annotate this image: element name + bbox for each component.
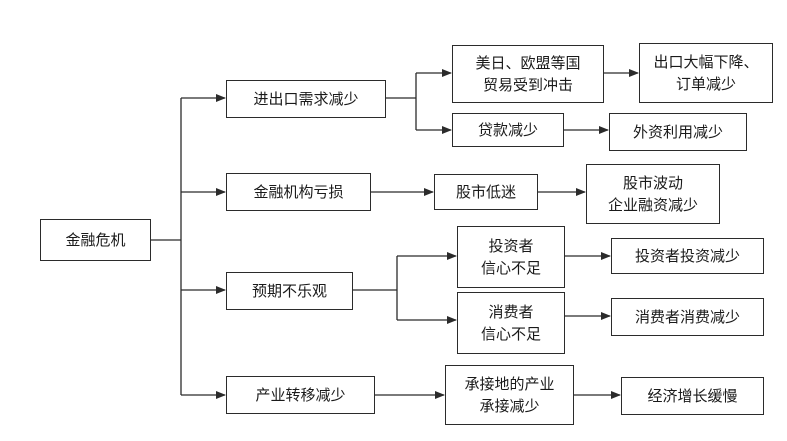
branch2-sub-node: 股市低迷 [434, 174, 538, 210]
branch4-node: 产业转移减少 [226, 376, 375, 414]
branch1-sub1-result-line1: 出口大幅下降、 [653, 53, 759, 71]
branch2-label: 金融机构亏损 [253, 183, 344, 201]
branch1-sub1-line1: 美日、欧盟等国 [475, 54, 581, 72]
branch1-sub2-result-node: 外资利用减少 [609, 113, 747, 151]
branch1-sub2-result-label: 外资利用减少 [632, 123, 723, 141]
branch3-sub1-line1: 投资者 [488, 237, 534, 255]
branch4-result-label: 经济增长缓慢 [647, 387, 738, 405]
branch3-sub2-node: 消费者 信心不足 [457, 292, 565, 354]
branch3-sub1-result-node: 投资者投资减少 [611, 238, 764, 274]
branch2-sub-label: 股市低迷 [455, 183, 516, 201]
branch3-label: 预期不乐观 [251, 282, 327, 300]
branch3-sub2-result-node: 消费者消费减少 [611, 298, 764, 336]
branch3-node: 预期不乐观 [226, 272, 353, 310]
branch4-sub-line1: 承接地的产业 [464, 375, 555, 393]
branch4-sub-line2: 承接减少 [479, 397, 540, 415]
branch1-sub1-result-line2: 订单减少 [675, 75, 736, 93]
root-label: 金融危机 [65, 231, 126, 249]
branch2-result-line1: 股市波动 [622, 174, 683, 192]
branch1-node: 进出口需求减少 [226, 80, 386, 118]
branch3-sub1-result-label: 投资者投资减少 [634, 247, 740, 265]
branch3-sub1-line2: 信心不足 [480, 259, 541, 277]
branch1-sub1-line2: 贸易受到冲击 [482, 76, 573, 94]
branch2-node: 金融机构亏损 [226, 173, 371, 211]
root-node: 金融危机 [40, 219, 151, 261]
branch1-sub2-label: 贷款减少 [477, 121, 538, 139]
branch4-label: 产业转移减少 [255, 386, 346, 404]
branch4-sub-node: 承接地的产业 承接减少 [445, 365, 574, 425]
branch3-sub2-line2: 信心不足 [480, 325, 541, 343]
branch1-sub2-node: 贷款减少 [452, 113, 564, 147]
branch3-sub2-line1: 消费者 [488, 303, 534, 321]
branch4-result-node: 经济增长缓慢 [621, 377, 764, 415]
branch1-sub1-node: 美日、欧盟等国 贸易受到冲击 [452, 45, 604, 103]
branch3-sub1-node: 投资者 信心不足 [457, 226, 565, 288]
branch3-sub2-result-label: 消费者消费减少 [634, 308, 740, 326]
branch1-sub1-result-node: 出口大幅下降、 订单减少 [639, 43, 773, 103]
branch2-result-node: 股市波动 企业融资减少 [586, 164, 720, 224]
branch2-result-line2: 企业融资减少 [607, 196, 698, 214]
branch1-label: 进出口需求减少 [253, 90, 359, 108]
